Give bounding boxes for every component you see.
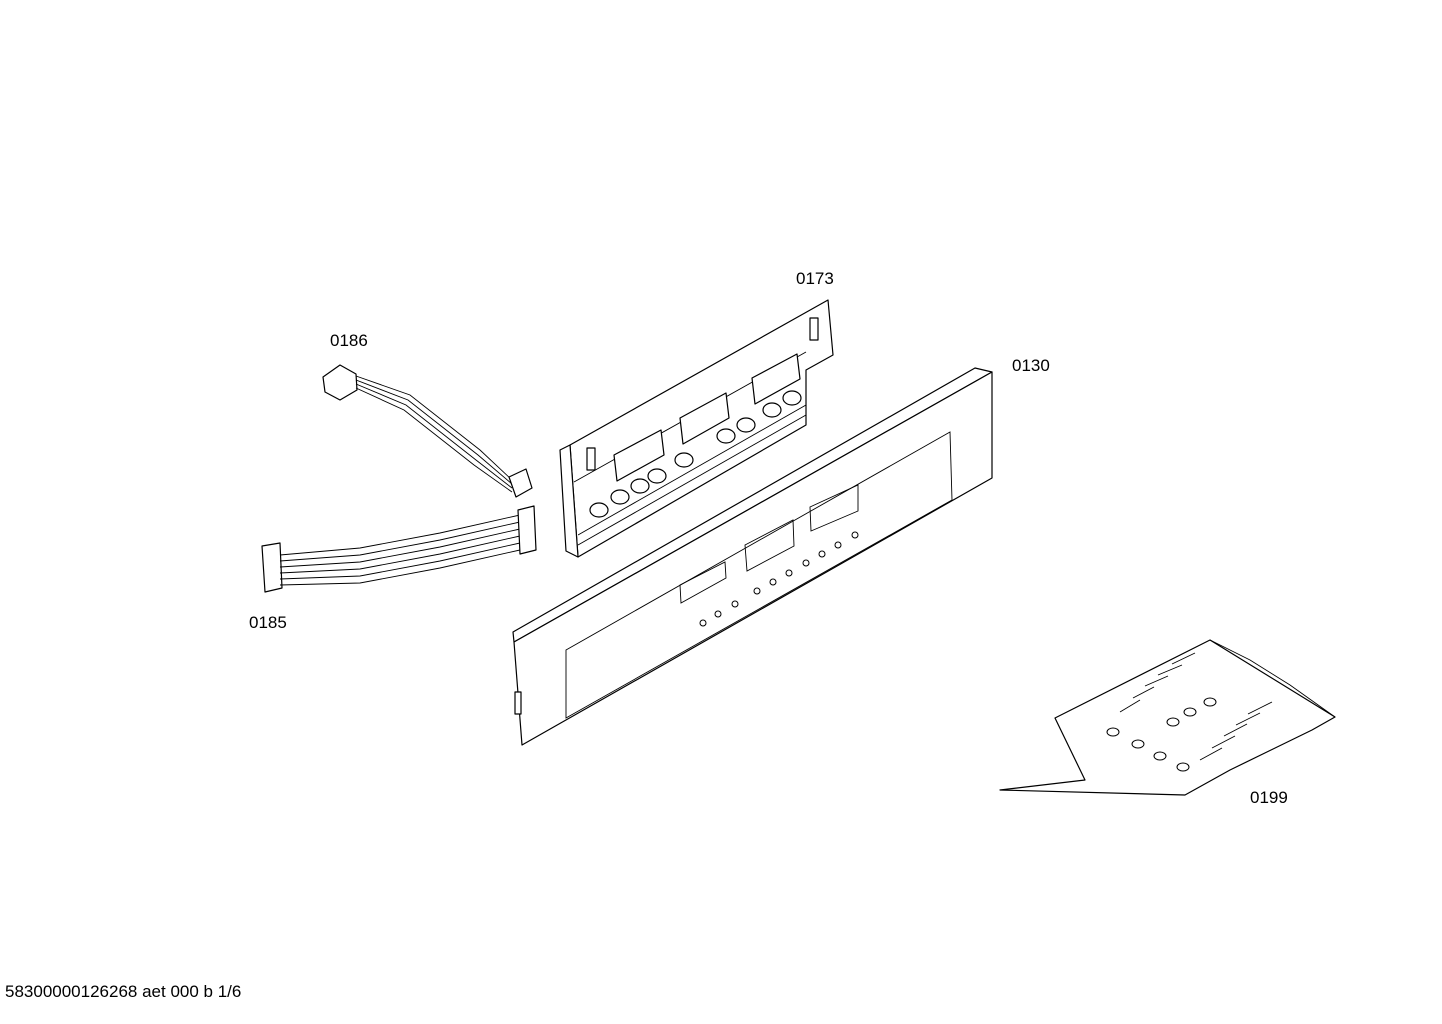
document-reference-footer: 58300000126268 aet 000 b 1/6: [5, 982, 242, 1001]
part-0199-screw-bag[interactable]: [999, 639, 1336, 796]
part-label-0173: 0173: [796, 269, 834, 288]
part-0185-ribbon-cable[interactable]: [261, 505, 537, 593]
part-0186-wire-harness[interactable]: [322, 364, 533, 498]
part-label-0130: 0130: [1012, 356, 1050, 375]
part-0130-control-panel[interactable]: [512, 367, 993, 746]
part-label-0185: 0185: [249, 613, 287, 632]
part-label-0186: 0186: [330, 331, 368, 350]
part-0173-control-module[interactable]: [559, 299, 834, 558]
part-label-0199: 0199: [1250, 788, 1288, 807]
